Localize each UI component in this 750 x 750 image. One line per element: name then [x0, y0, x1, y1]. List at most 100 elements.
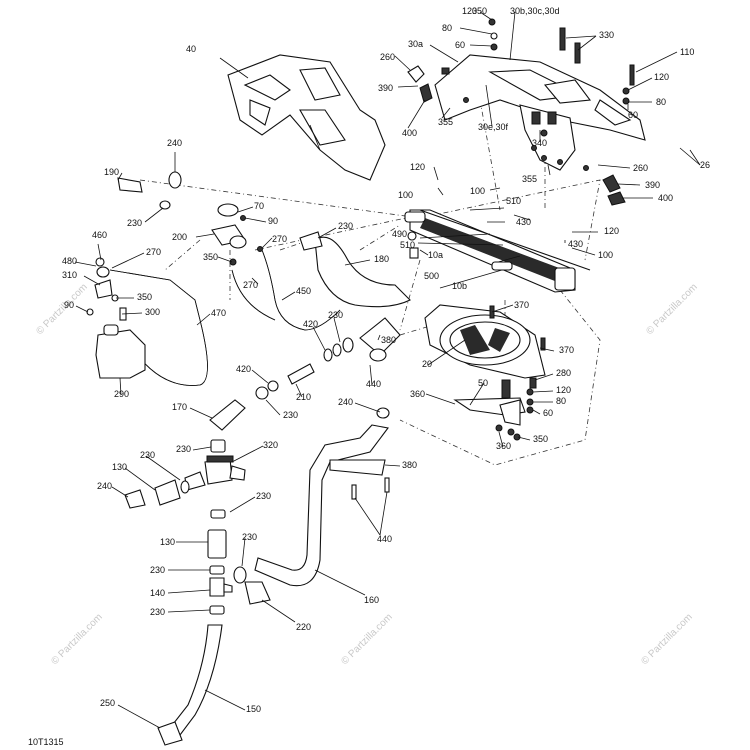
assembly-line — [399, 319, 451, 336]
callout-label: 230 — [150, 607, 165, 617]
callout-label: 90 — [268, 216, 278, 226]
callout-label: 250 — [100, 698, 115, 708]
callout-label: 360 — [410, 389, 425, 399]
callout-label: 100 — [470, 186, 485, 196]
figure-reference: 10T1315 — [28, 737, 64, 747]
callout-label: 50 — [478, 378, 488, 388]
callout-label: 470 — [211, 308, 226, 318]
callout-label: 90 — [64, 300, 74, 310]
callout-label: 80 — [556, 396, 566, 406]
callout-label: 400 — [402, 128, 417, 138]
watermark-text: © Partzilla.com — [339, 612, 394, 667]
thermostat-housing — [211, 203, 263, 266]
watermark-text: © Partzilla.com — [49, 612, 104, 667]
callout-label: 70 — [254, 201, 264, 211]
pipe-210-part — [255, 317, 401, 400]
callout-label: 420 — [303, 319, 318, 329]
callout-label: 360 — [496, 441, 511, 451]
callout-labels: 120 350 30b,30c,30d 80 330 30a 60 110 12… — [62, 6, 710, 714]
callout-label: 60 — [455, 40, 465, 50]
lower-pipe-stack — [157, 529, 233, 746]
callout-label: 450 — [296, 286, 311, 296]
callout-label: 460 — [92, 230, 107, 240]
callout-label: 210 — [296, 392, 311, 402]
callout-label: 110 — [680, 47, 694, 57]
watermark-text: © Partzilla.com — [644, 282, 699, 337]
callout-label: 340 — [532, 138, 547, 148]
assembly-lines — [139, 95, 601, 466]
fasteners-upper — [407, 18, 635, 206]
leader-lines — [74, 11, 701, 729]
callout-label: 350 — [137, 292, 152, 302]
callout-label: 26 — [700, 160, 710, 170]
watermark-text: © Partzilla.com — [639, 612, 694, 667]
callout-label: 480 — [62, 256, 77, 266]
callout-label: 120 — [410, 162, 425, 172]
overflow-hoses — [109, 249, 341, 386]
callout-label: 400 — [658, 193, 673, 203]
callout-label: 30e,30f — [478, 122, 509, 132]
assembly-line — [359, 224, 401, 251]
callout-label: 120 — [654, 72, 669, 82]
coolant-tank-part — [86, 257, 146, 379]
callout-label: 500 — [424, 271, 439, 281]
callout-label: 30b,30c,30d — [510, 6, 560, 16]
assembly-line — [254, 214, 421, 251]
callout-label: 180 — [374, 254, 389, 264]
callout-label: 60 — [628, 110, 638, 120]
callout-label: 430 — [568, 239, 583, 249]
callout-label: 160 — [364, 595, 379, 605]
hose-180-part — [299, 231, 411, 308]
callout-label: 100 — [598, 250, 613, 260]
callout-label: 260 — [633, 163, 648, 173]
callout-label: 320 — [263, 440, 278, 450]
callout-label: 390 — [645, 180, 660, 190]
callout-label: 440 — [377, 534, 392, 544]
callout-label: 190 — [104, 167, 119, 177]
assembly-line — [164, 239, 201, 271]
callout-label: 290 — [114, 389, 129, 399]
callout-label: 100 — [398, 190, 413, 200]
callout-label: 230 — [328, 310, 343, 320]
callout-label: 240 — [167, 138, 182, 148]
callout-label: 230 — [338, 221, 353, 231]
callout-label: 230 — [256, 491, 271, 501]
callout-label: 170 — [172, 402, 187, 412]
callout-label: 270 — [272, 234, 287, 244]
callout-label: 310 — [62, 270, 77, 280]
radiator-part — [404, 209, 591, 293]
callout-label: 60 — [543, 408, 553, 418]
callout-label: 420 — [236, 364, 251, 374]
assembly-line — [419, 179, 601, 261]
callout-label: 230 — [176, 444, 191, 454]
callout-label: 510 — [506, 196, 521, 206]
callout-label: 260 — [380, 52, 395, 62]
callout-label: 270 — [146, 247, 161, 257]
callout-label: 130 — [160, 537, 175, 547]
callout-label: 270 — [243, 280, 258, 290]
callout-label: 220 — [296, 622, 311, 632]
callout-label: 390 — [378, 83, 393, 93]
callout-label: 80 — [656, 97, 666, 107]
callout-label: 370 — [514, 300, 529, 310]
callout-label: 120 — [604, 226, 619, 236]
assembly-line — [139, 179, 421, 219]
callout-label: 150 — [246, 704, 261, 714]
upper-console-part — [434, 54, 646, 171]
callout-label: 370 — [559, 345, 574, 355]
callout-label: 280 — [556, 368, 571, 378]
callout-label: 230 — [242, 532, 257, 542]
callout-label: 355 — [438, 117, 453, 127]
fan-bracket-part — [453, 305, 546, 441]
callout-label: 120 — [462, 6, 477, 16]
callout-label: 240 — [97, 481, 112, 491]
callout-label: 355 — [522, 174, 537, 184]
callout-label: 490 — [392, 229, 407, 239]
callout-label: 200 — [172, 232, 187, 242]
hose-170-and-tee — [124, 399, 246, 519]
callout-label: 230 — [283, 410, 298, 420]
callout-label: 10b — [452, 281, 467, 291]
callout-label: 350 — [533, 434, 548, 444]
